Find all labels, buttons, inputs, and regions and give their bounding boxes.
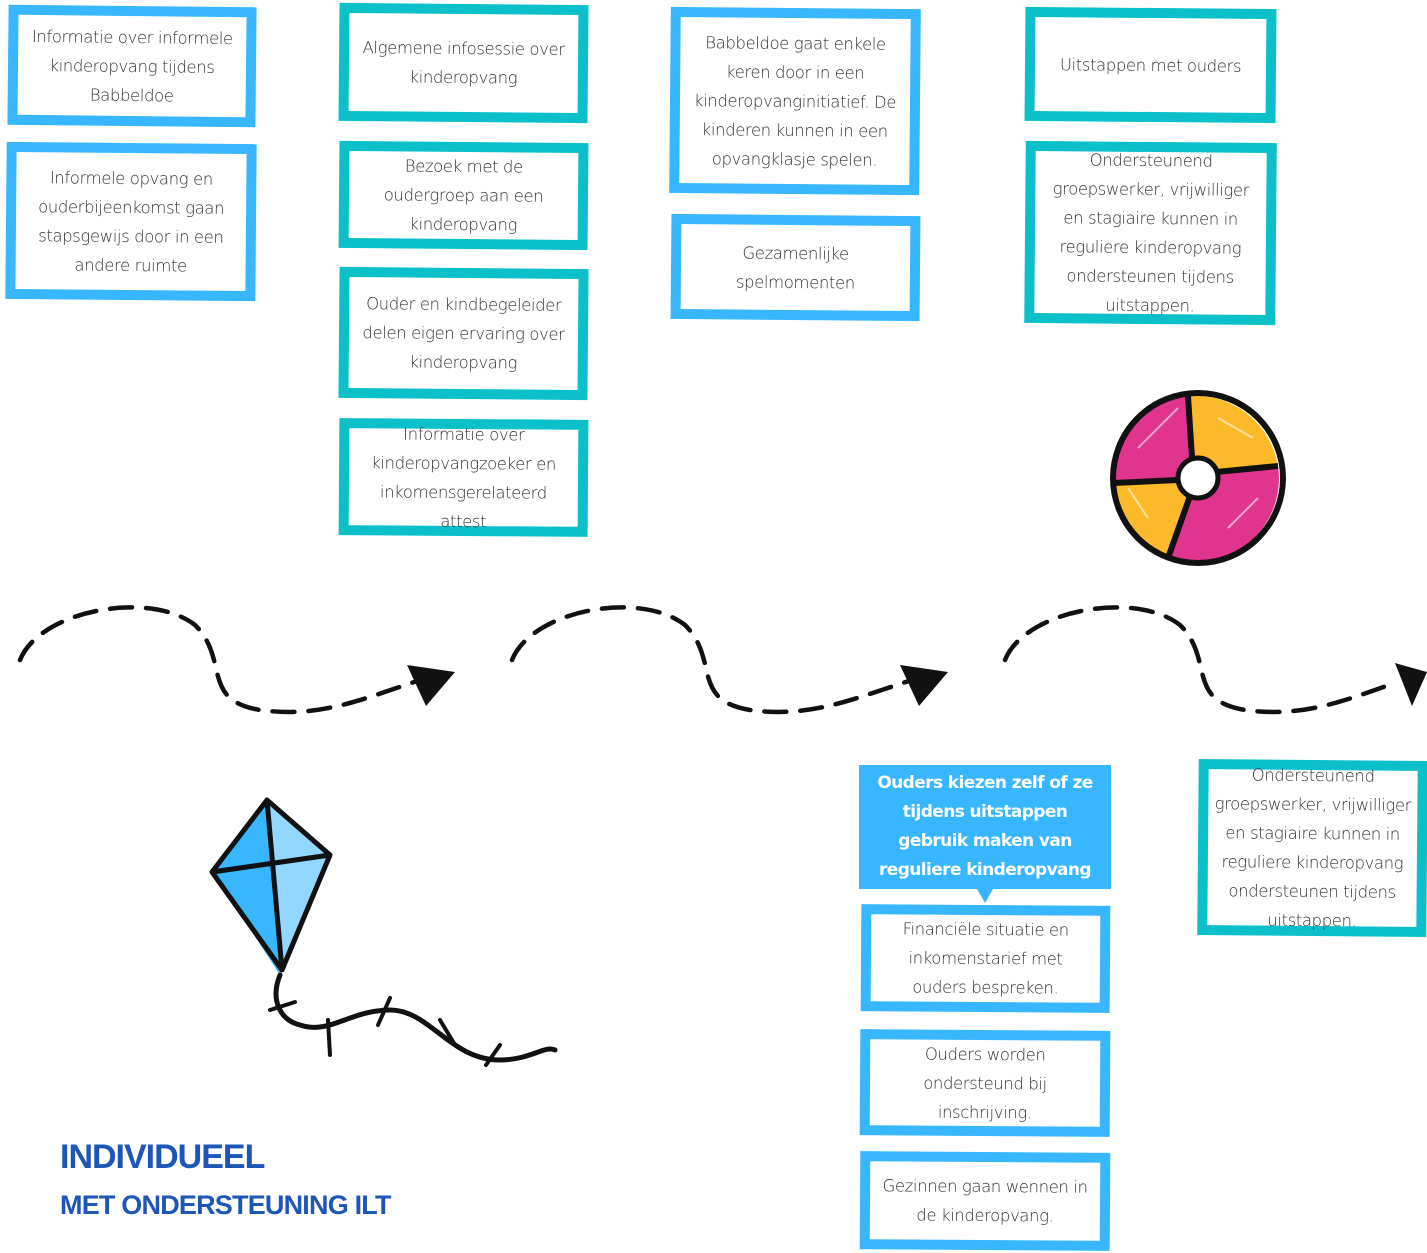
dashed-arrow-icon bbox=[509, 605, 915, 715]
card-gezinnen-wennen: Gezinnen gaan wennen in de kinderopvang. bbox=[859, 1151, 1111, 1251]
arrowhead-1 bbox=[407, 665, 455, 706]
card-text: Financiële situatie en inkomenstarief me… bbox=[870, 914, 1101, 1003]
dashed-arrow-icon bbox=[17, 605, 423, 715]
card-ondersteunend-groepswerker: Ondersteunend groepswerker, vrijwilliger… bbox=[1024, 140, 1277, 326]
card-gezamenlijke-spelmomenten: Gezamenlijke spelmomenten bbox=[670, 213, 921, 322]
card-algemene-infosessie: Algemene infosessie over kinderopvang bbox=[338, 2, 589, 124]
card-ervaring-delen: Ouder en kindbegeleider delen eigen erva… bbox=[338, 266, 589, 401]
card-kinderopvangzoeker: Informatie over kinderopvangzoeker en in… bbox=[338, 418, 589, 537]
card-informele-opvang-ruimte: Informele opvang en ouderbijeenkomst gaa… bbox=[5, 141, 257, 302]
dashed-arrow-icon bbox=[1002, 605, 1398, 715]
card-text: Gezamenlijke spelmomenten bbox=[680, 224, 911, 311]
callout-ouders-kiezen: Ouders kiezen zelf of ze tijdens uitstap… bbox=[859, 765, 1111, 903]
card-uitstappen-met-ouders: Uitstappen met ouders bbox=[1024, 6, 1277, 124]
page-subtitle: MET ONDERSTEUNING ILT bbox=[60, 1190, 392, 1220]
kite-icon bbox=[209, 797, 558, 1067]
arrowhead-3 bbox=[1395, 663, 1427, 706]
beach-ball-icon bbox=[1110, 390, 1286, 566]
arrowhead-2 bbox=[900, 665, 948, 706]
card-text: Algemene infosessie over kinderopvang bbox=[348, 13, 579, 113]
card-bezoek-oudergroep: Bezoek met de oudergroep aan een kindero… bbox=[338, 140, 589, 251]
card-text: Informatie over informele kinderopvang t… bbox=[17, 14, 247, 118]
card-text: Ondersteunend groepswerker, vrijwilliger… bbox=[1034, 150, 1267, 315]
card-text: Informele opvang en ouderbijeenkomst gaa… bbox=[15, 151, 247, 292]
card-ondersteund-inschrijving: Ouders worden ondersteund bij inschrijvi… bbox=[859, 1029, 1111, 1137]
card-text: Informatie over kinderopvangzoeker en in… bbox=[348, 424, 579, 531]
card-ondersteunend-groepswerker-right: Ondersteunend groepswerker, vrijwilliger… bbox=[1197, 759, 1427, 937]
card-text: Ondersteunend groepswerker, vrijwilliger… bbox=[1207, 765, 1418, 930]
card-financiele-situatie: Financiële situatie en inkomenstarief me… bbox=[860, 904, 1111, 1013]
card-info-informele-opvang: Informatie over informele kinderopvang t… bbox=[7, 4, 257, 128]
card-text: Bezoek met de oudergroep aan een kindero… bbox=[348, 151, 579, 240]
card-text: Ouder en kindbegeleider delen eigen erva… bbox=[348, 277, 579, 390]
page-title: INDIVIDUEEL bbox=[60, 1138, 265, 1176]
card-text: Babbeldoe gaat enkele keren door in een … bbox=[679, 16, 911, 186]
card-text: Uitstappen met ouders bbox=[1034, 16, 1267, 114]
card-text: Ouders worden ondersteund bij inschrijvi… bbox=[869, 1039, 1101, 1127]
card-text: Gezinnen gaan wennen in de kinderopvang. bbox=[869, 1161, 1101, 1241]
card-babbeldoe-kinderopvanginitiatief: Babbeldoe gaat enkele keren door in een … bbox=[669, 6, 921, 196]
